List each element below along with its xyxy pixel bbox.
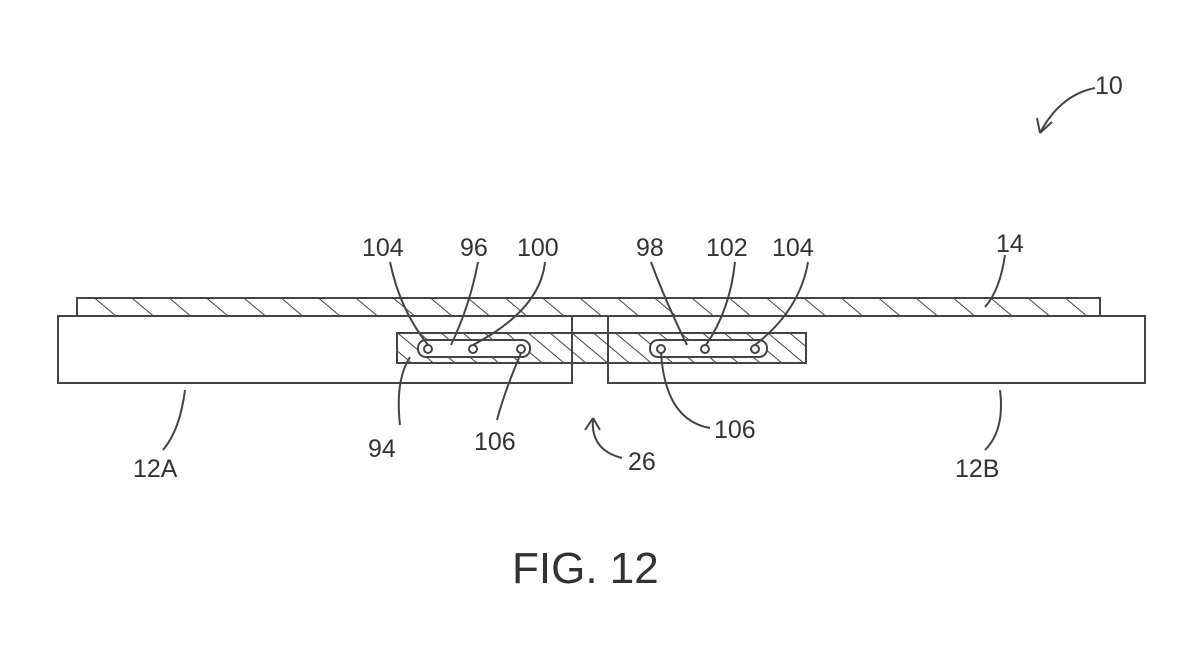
label-102: 102 [706, 234, 748, 262]
cover-layer [76, 297, 1101, 317]
label-12a: 12A [133, 455, 178, 483]
label-10: 10 [1095, 72, 1123, 100]
label-94: 94 [368, 435, 396, 463]
label-104-right: 104 [772, 234, 814, 262]
label-96: 96 [460, 234, 488, 262]
label-12b: 12B [955, 455, 999, 483]
figure-title: FIG. 12 [512, 544, 659, 593]
label-106-left: 106 [474, 428, 516, 456]
pins [423, 344, 760, 354]
label-26: 26 [628, 448, 656, 476]
leader-lines [162, 87, 1096, 459]
label-106-right: 106 [714, 416, 756, 444]
label-100: 100 [517, 234, 559, 262]
label-14: 14 [996, 230, 1024, 258]
label-98: 98 [636, 234, 664, 262]
label-104-left: 104 [362, 234, 404, 262]
